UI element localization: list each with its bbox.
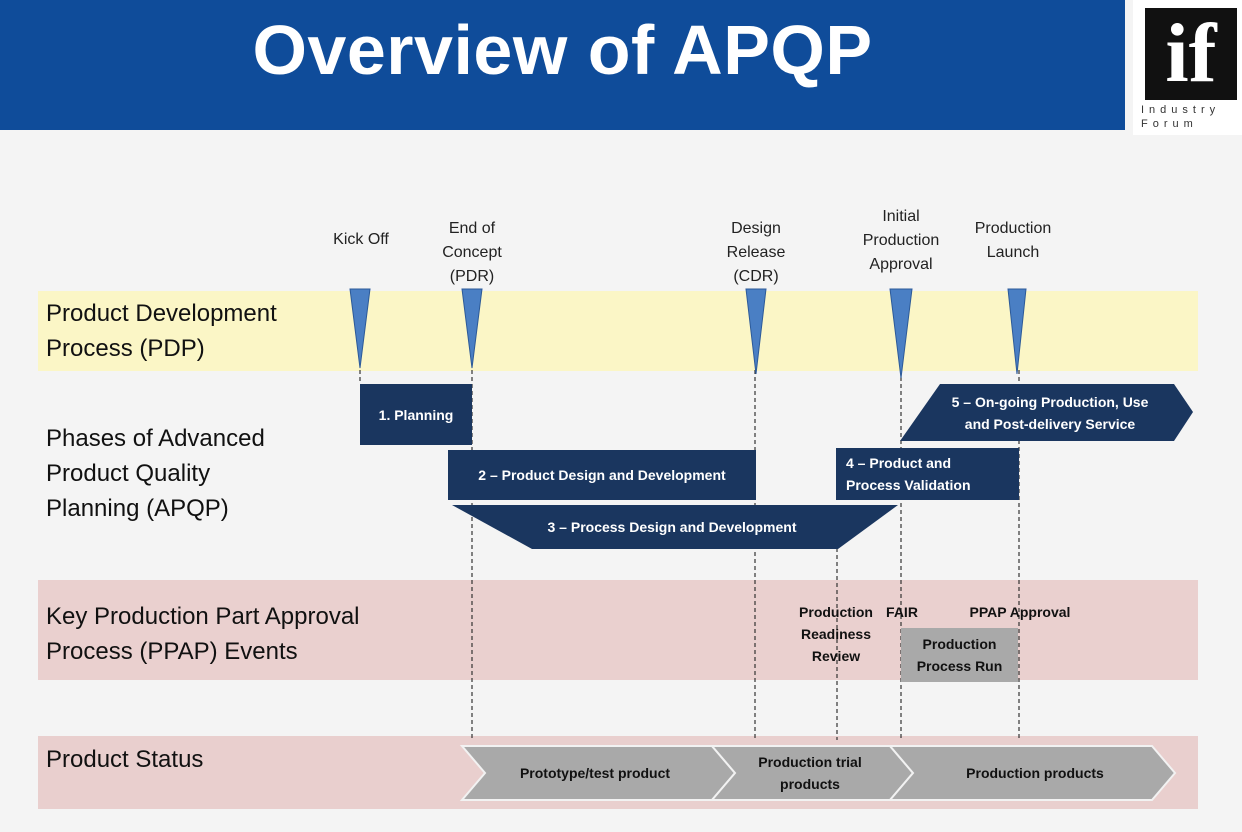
milestone-marker-approval — [889, 288, 913, 379]
process-run-box — [901, 628, 1018, 682]
phase-5-ongoing-production: 5 – On-going Production, Use and Post-de… — [951, 393, 1149, 432]
phase-3-shape — [452, 505, 898, 549]
milestone-marker-launch — [1007, 288, 1027, 375]
milestone-label-kickoff: Kick Off — [333, 231, 389, 248]
title-bar: Overview of APQP — [0, 0, 1125, 130]
row-label-ppap: Key Production Part Approval Process (PP… — [46, 603, 360, 665]
event-production-process-run: Production Process Run — [916, 636, 1003, 674]
phase-3-process-design: 3 – Process Design and Development — [547, 519, 797, 535]
phase-5-shape — [900, 384, 1193, 441]
pdp-band — [38, 291, 1198, 371]
industry-forum-logo: if Industry Forum — [1133, 0, 1242, 135]
event-ppap-approval: PPAP Approval — [969, 604, 1071, 620]
milestone-marker-kickoff — [349, 288, 371, 369]
milestone-label-approval: Initial Production Approval — [862, 208, 940, 273]
status-prototype-label: Prototype/test product — [519, 765, 671, 781]
logo-mark: if — [1145, 8, 1237, 100]
phase-1-planning: 1. Planning — [360, 384, 472, 445]
status-trial-label: Production trial products — [758, 754, 862, 792]
row-label-status: Product Status — [46, 746, 204, 773]
row-label-pdp: Product Development Process (PDP) — [46, 300, 277, 362]
page-title: Overview of APQP — [252, 11, 873, 89]
milestone-marker-cdr — [745, 288, 767, 375]
event-fair: FAIR — [886, 604, 918, 620]
event-production-readiness-review: Production Readiness Review — [799, 604, 873, 664]
phase-4-validation: 4 – Product and Process Validation — [836, 448, 1019, 500]
phase-2-product-design: 2 – Product Design and Development — [448, 450, 756, 500]
status-arrow-production — [887, 745, 1177, 801]
logo-line2: Forum — [1141, 118, 1198, 130]
milestone-label-launch: Production Launch — [974, 220, 1052, 261]
logo-line1: Industry — [1141, 104, 1221, 116]
milestone-label-cdr: Design Release (CDR) — [726, 220, 786, 285]
status-production-label: Production products — [966, 765, 1104, 781]
milestone-marker-pdr — [461, 288, 483, 369]
milestone-label-pdr: End of Concept (PDR) — [442, 220, 502, 285]
row-label-apqp: Phases of Advanced Product Quality Plann… — [46, 425, 265, 522]
